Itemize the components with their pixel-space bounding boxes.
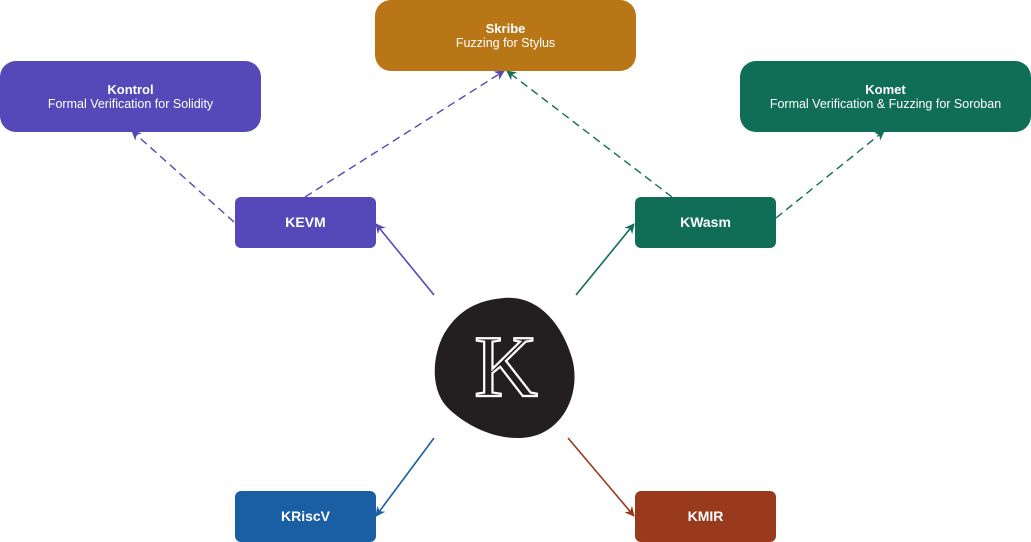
kontrol-node[interactable]: Kontrol Formal Verification for Solidity: [0, 61, 261, 132]
kwasm-node[interactable]: KWasm: [635, 197, 776, 248]
edge-k-to-kwasm: [575, 223, 635, 296]
k-framework-logo-icon: K: [434, 297, 575, 439]
edge-kwasm-to-komet: [775, 130, 885, 219]
k-logo-letter: K: [474, 319, 538, 416]
skribe-title: Skribe: [485, 20, 526, 36]
kriscv-title: KRiscV: [280, 508, 331, 524]
kriscv-node[interactable]: KRiscV: [235, 491, 376, 542]
kevm-title: KEVM: [285, 214, 326, 230]
edge-kevm-to-skribe: [304, 70, 505, 198]
skribe-subtitle: Fuzzing for Stylus: [455, 35, 556, 50]
kontrol-title: Kontrol: [107, 81, 154, 97]
edge-kevm-to-kontrol: [131, 130, 235, 223]
kontrol-subtitle: Formal Verification for Solidity: [47, 96, 214, 111]
komet-title: Komet: [865, 81, 906, 97]
komet-subtitle: Formal Verification & Fuzzing for Soroba…: [769, 96, 1002, 111]
edge-k-to-kriscv: [375, 437, 435, 517]
kmir-title: KMIR: [687, 508, 724, 524]
kevm-node[interactable]: KEVM: [235, 197, 376, 248]
kmir-node[interactable]: KMIR: [635, 491, 776, 542]
edge-k-to-kevm: [375, 223, 435, 296]
edge-k-to-kmir: [567, 437, 635, 517]
kwasm-title: KWasm: [680, 214, 731, 230]
komet-node[interactable]: Komet Formal Verification & Fuzzing for …: [740, 61, 1031, 132]
skribe-node[interactable]: Skribe Fuzzing for Stylus: [375, 0, 636, 71]
edge-kwasm-to-skribe: [506, 70, 673, 198]
